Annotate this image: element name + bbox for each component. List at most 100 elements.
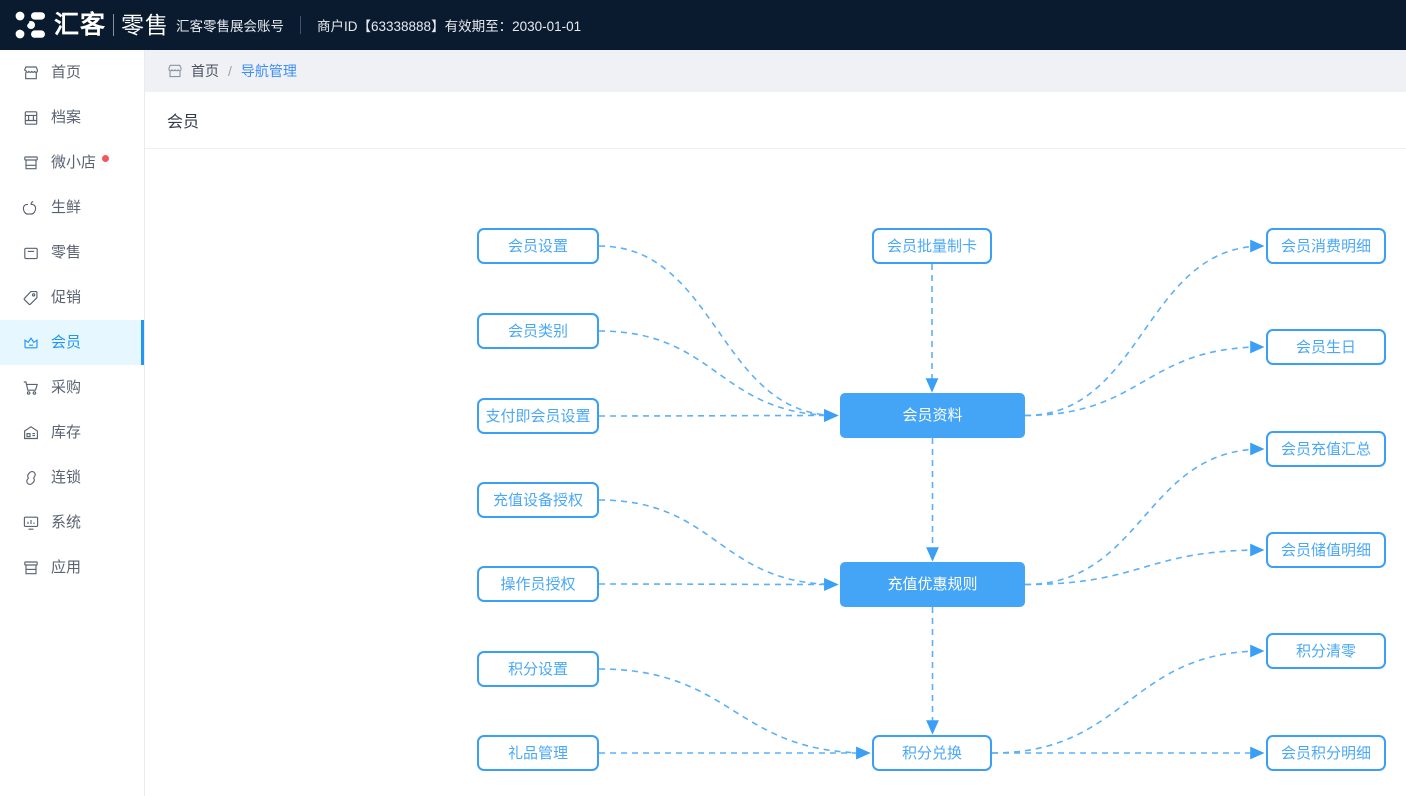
flow-node-label: 会员储值明细 [1280,541,1371,559]
flow-node-n6[interactable]: 积分设置 [477,651,599,687]
sidebar-item-label: 促销 [51,289,82,306]
crown-icon [24,336,38,348]
flow-edge-c3-r5 [991,644,1265,754]
brand-sub: 零售 [121,11,170,38]
flow-node-r1[interactable]: 会员消费明细 [1266,228,1386,264]
sidebar-item-label: 库存 [51,424,82,441]
flow-node-label: 会员生日 [1295,338,1356,356]
edge-layer [598,239,1265,760]
apps-icon [24,560,38,574]
flow-diagram-canvas[interactable]: 会员设置会员类别支付即会员设置充值设备授权操作员授权积分设置礼品管理 会员批量制卡… [145,149,1406,796]
sidebar-item-label: 微小店 [51,154,97,171]
flow-edge-c2-r4 [1024,543,1265,586]
flow-edge-c2-r3 [1024,442,1265,586]
chain-icon [26,470,36,485]
flow-node-n2[interactable]: 会员类别 [477,313,599,349]
sidebar-item-10[interactable]: 系统 [0,500,144,545]
sidebar-item-1[interactable]: 档案 [0,95,144,140]
store-icon [168,64,182,78]
flow-node-n7[interactable]: 礼品管理 [477,735,599,771]
sidebar-item-label: 档案 [51,109,82,126]
flow-node-label: 会员类别 [507,322,568,340]
logo-mark-icon [15,11,45,39]
notification-dot [102,154,110,162]
flow-edge-n3-c1 [598,409,839,422]
sidebar-item-3[interactable]: 生鲜 [0,185,144,230]
sidebar-item-label: 应用 [51,559,82,576]
page-title-bar: 会员 [145,92,1406,149]
merchant-info: 商户ID【63338888】有效期至：2030-01-01 [317,19,582,34]
flow-node-label: 礼品管理 [507,744,568,762]
sidebar-item-9[interactable]: 连锁 [0,455,144,500]
sidebar-item-11[interactable]: 应用 [0,545,144,590]
apple-icon [22,200,37,215]
flow-node-c0[interactable]: 会员批量制卡 [872,228,992,264]
brand-divider [113,13,115,36]
flow-node-n1[interactable]: 会员设置 [477,228,599,264]
sidebar-item-2[interactable]: 微小店 [0,140,144,185]
flow-node-label: 会员积分明细 [1280,744,1371,762]
breadcrumb: 首页 / 导航管理 [145,50,1406,92]
account-name: 汇客零售展会账号 [176,19,284,34]
flow-node-c3[interactable]: 积分兑换 [872,735,992,771]
flow-node-label: 充值设备授权 [492,491,583,509]
archive-icon [24,110,38,125]
flow-node-c2[interactable]: 充值优惠规则 [840,562,1025,607]
flow-node-r4[interactable]: 会员储值明细 [1266,532,1386,568]
flow-node-r2[interactable]: 会员生日 [1266,329,1386,365]
flow-node-label: 积分兑换 [901,744,962,762]
flow-node-r3[interactable]: 会员充值汇总 [1266,431,1386,467]
bag-icon [24,247,38,259]
flow-node-label: 会员批量制卡 [886,237,977,255]
brand-logo[interactable]: 汇客零售 [0,0,176,50]
sidebar-item-0[interactable]: 首页 [0,50,144,95]
sidebar-item-label: 采购 [51,379,82,396]
flow-node-label: 会员消费明细 [1280,237,1371,255]
sidebar-item-label: 系统 [51,514,82,531]
breadcrumb-separator: / [228,63,232,79]
cart-icon [23,380,38,395]
flow-node-n4[interactable]: 充值设备授权 [477,482,599,518]
top-bar: 汇客零售 汇客零售展会账号 商户ID【63338888】有效期至：2030-01… [0,0,1406,50]
sidebar-item-6[interactable]: 会员 [0,320,144,365]
sidebar-item-8[interactable]: 库存 [0,410,144,455]
sidebar-item-4[interactable]: 零售 [0,230,144,275]
sidebar-item-5[interactable]: 促销 [0,275,144,320]
brand-main: 汇客 [54,10,107,39]
sidebar-item-label: 生鲜 [51,199,82,216]
flow-node-label: 会员设置 [507,237,568,255]
monitor-icon [23,516,39,530]
flow-node-n5[interactable]: 操作员授权 [477,566,599,602]
flow-node-label: 操作员授权 [500,575,576,593]
flow-edge-n4-c2 [598,499,839,591]
page-title: 会员 [167,114,200,131]
content-area: 首页 / 导航管理 会员 会员设置会员类别支付即会员设置充值设备授权操作员授权积… [145,50,1406,796]
flow-node-label: 会员资料 [902,407,963,424]
flow-edge-c1-r1 [1024,239,1265,417]
flow-node-label: 充值优惠规则 [887,576,978,593]
flow-edge-n1-c1 [598,245,839,422]
flow-edge-n6-c3 [598,668,871,760]
tag-icon [23,290,38,305]
sidebar: 首页档案微小店生鲜零售促销会员采购库存连锁系统应用 [0,50,145,796]
store-icon [23,65,38,79]
shop-icon [24,155,38,169]
flow-node-r5[interactable]: 积分清零 [1266,633,1386,669]
sidebar-item-label: 首页 [51,64,82,81]
sidebar-item-label: 零售 [51,244,82,261]
flow-edge-n2-c1 [598,330,839,422]
warehouse-icon [24,425,38,439]
breadcrumb-current[interactable]: 导航管理 [240,63,297,79]
flow-edge-c1-r2 [1024,340,1265,417]
flow-node-c1[interactable]: 会员资料 [840,393,1025,438]
sidebar-item-label: 连锁 [51,469,82,486]
topbar-divider [300,16,301,34]
flow-node-label: 支付即会员设置 [485,407,591,425]
brand-text: 汇客零售 [54,10,170,39]
flow-edge-n5-c2 [598,578,839,591]
sidebar-item-7[interactable]: 采购 [0,365,144,410]
breadcrumb-home[interactable]: 首页 [191,63,219,79]
flow-node-n3[interactable]: 支付即会员设置 [477,398,599,434]
flow-node-r6[interactable]: 会员积分明细 [1266,735,1386,771]
flow-node-label: 积分设置 [507,660,568,678]
